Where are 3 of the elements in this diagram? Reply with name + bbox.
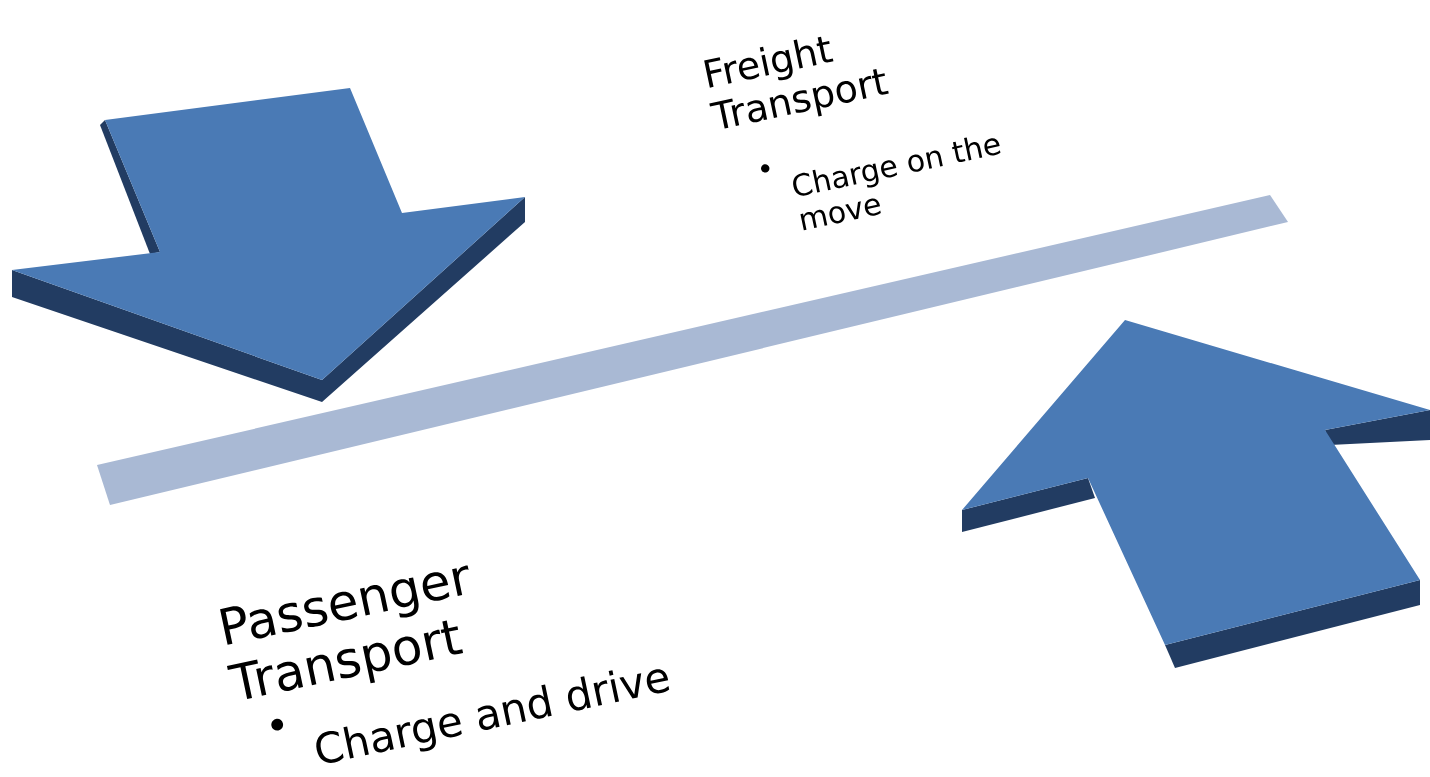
bullet-item: Charge on the move	[761, 137, 1001, 231]
heading: Passenger Transport	[220, 565, 469, 699]
heading: Freight Transport	[704, 36, 889, 129]
